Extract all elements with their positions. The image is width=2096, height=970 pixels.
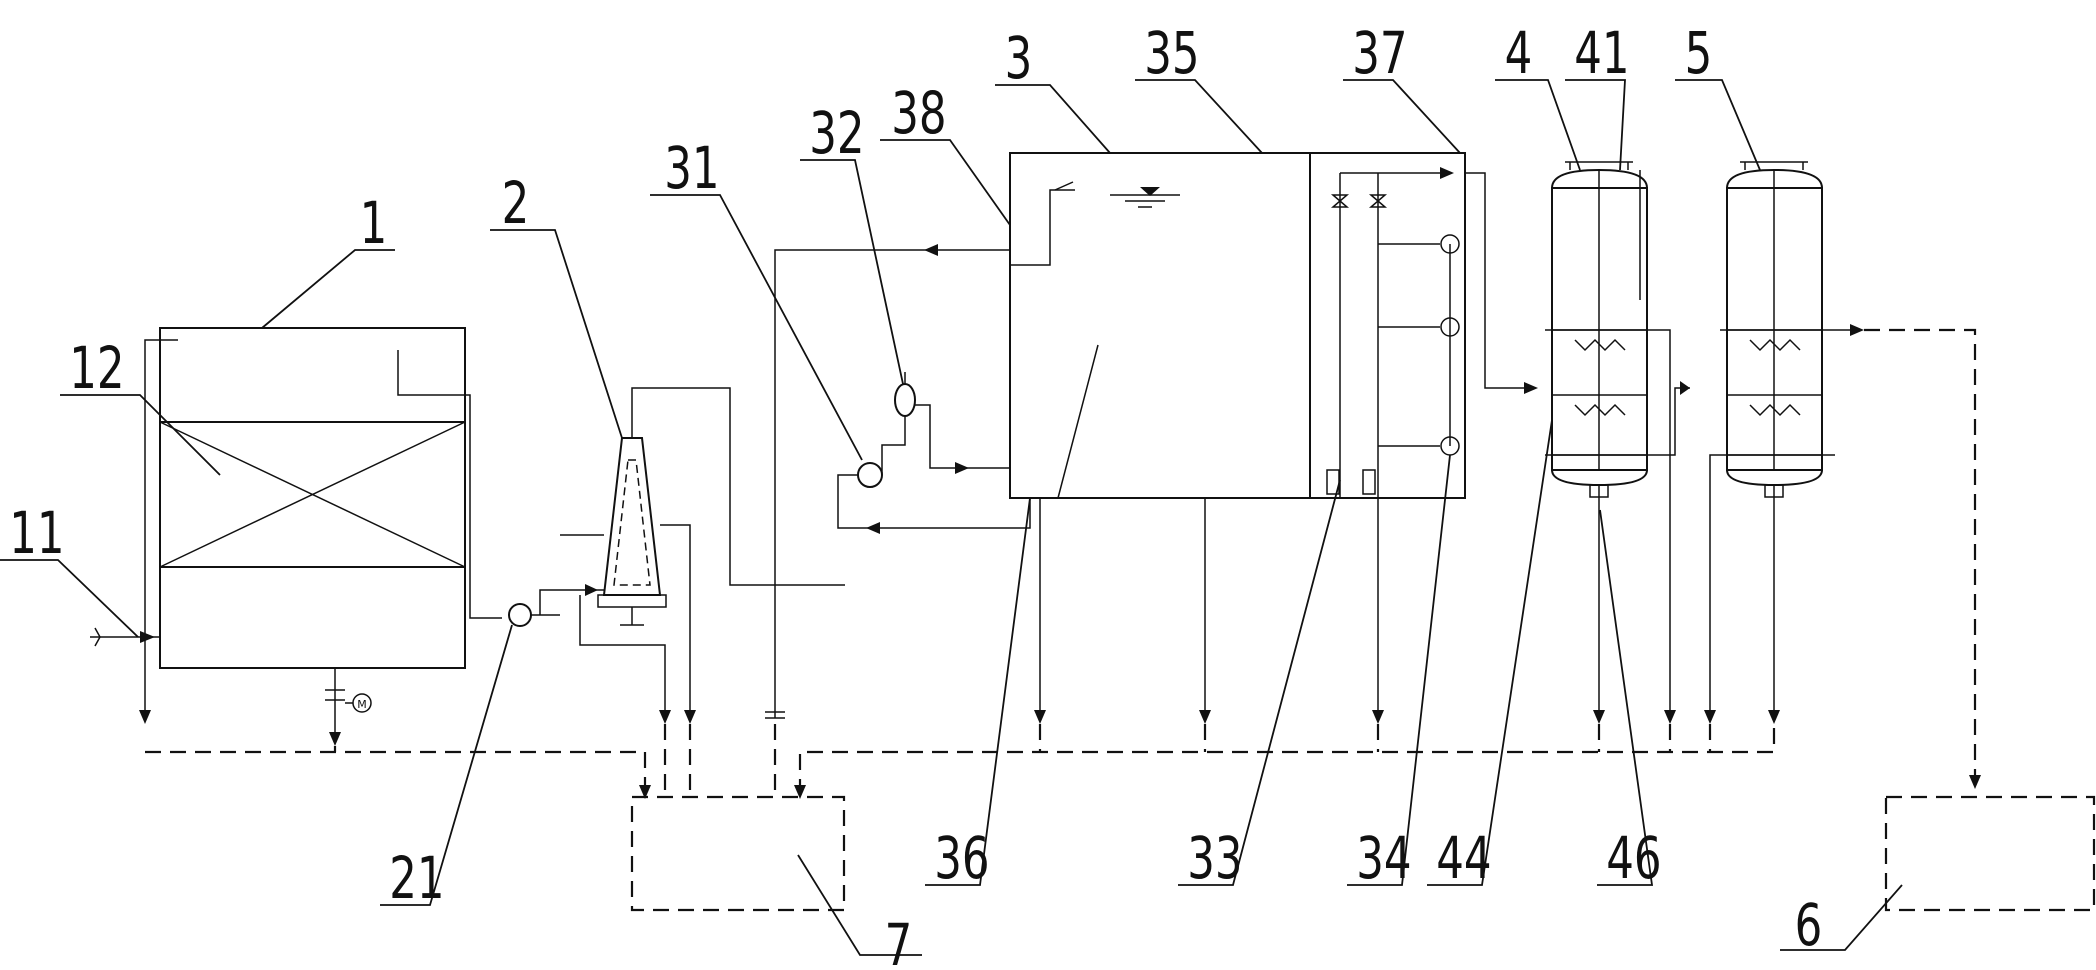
- label-36: 36: [934, 825, 989, 893]
- label-32: 32: [809, 100, 864, 168]
- label-37: 37: [1352, 20, 1407, 88]
- label-7: 7: [885, 912, 913, 970]
- label-31: 31: [664, 135, 719, 203]
- label-12: 12: [69, 335, 124, 403]
- label-6: 6: [1795, 892, 1823, 960]
- pump-31-and-dosing-32: [837, 372, 1010, 490]
- tank-1: M: [90, 327, 471, 746]
- label-3: 3: [1005, 25, 1033, 93]
- label-38: 38: [891, 80, 946, 148]
- label-4: 4: [1505, 20, 1533, 88]
- label-46: 46: [1606, 825, 1661, 893]
- label-1: 1: [360, 190, 388, 258]
- drain-header: [145, 724, 1776, 799]
- pump-21-and-cyclone-2: [469, 387, 845, 724]
- label-21: 21: [389, 845, 444, 913]
- label-11: 11: [9, 500, 64, 568]
- label-2: 2: [502, 170, 530, 238]
- component-labels: 1 12 11 2 21 31 32 38 3 35 37 4 41 5 36 …: [9, 20, 1822, 970]
- label-34: 34: [1356, 825, 1411, 893]
- tank-7: [630, 795, 846, 912]
- label-35: 35: [1144, 20, 1199, 88]
- label-5: 5: [1685, 20, 1713, 88]
- leader-lines: [0, 79, 1903, 956]
- vessel-5: [1704, 161, 1981, 789]
- label-41: 41: [1574, 20, 1629, 88]
- tank-6: [1884, 795, 2096, 912]
- tank-3: [765, 152, 1538, 724]
- label-44: 44: [1436, 825, 1491, 893]
- motor-symbol: M: [357, 698, 367, 711]
- label-33: 33: [1187, 825, 1242, 893]
